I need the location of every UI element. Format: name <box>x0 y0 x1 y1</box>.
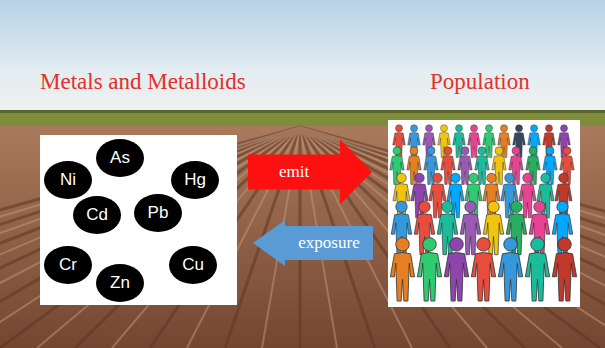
panel-heading: Population <box>430 68 530 96</box>
crowd-panel <box>388 120 580 307</box>
ellipse-fill <box>134 194 182 232</box>
element-symbol: Hg <box>184 170 206 190</box>
element-ellipse: Cr <box>44 246 92 284</box>
person-figure <box>525 238 549 301</box>
ridges <box>0 127 605 348</box>
person-figure <box>552 238 576 301</box>
element-symbol: Pb <box>148 203 169 223</box>
person-figure <box>519 173 536 218</box>
arrow-label: emit <box>279 162 309 182</box>
element-symbol: Cr <box>59 255 77 275</box>
element-symbol: Ni <box>60 170 76 190</box>
ellipse-fill <box>169 246 217 284</box>
element-ellipse: Pb <box>134 194 182 232</box>
horizon-line <box>0 110 605 113</box>
ellipse-fill <box>96 139 144 177</box>
panel-heading: Metals and Metalloids <box>40 68 246 96</box>
element-symbol: Cu <box>182 255 204 275</box>
element-ellipse: As <box>96 139 144 177</box>
element-ellipse: Ni <box>44 161 92 199</box>
person-figure <box>444 238 468 301</box>
furrows <box>0 127 605 348</box>
element-ellipse: Cd <box>73 196 121 234</box>
person-figure <box>498 238 522 301</box>
element-symbol: Zn <box>110 273 130 293</box>
element-ellipse: Hg <box>171 161 219 199</box>
soil <box>0 126 605 348</box>
ellipse-fill <box>171 161 219 199</box>
block-arrow <box>248 140 372 205</box>
ellipse-fill <box>44 161 92 199</box>
ellipse-fill <box>73 196 121 234</box>
arrow-label: exposure <box>298 233 359 253</box>
group-panel: Metals and MetalloidsAsNiHgCdPbCrCuZn <box>40 135 237 305</box>
block-arrow <box>253 220 373 266</box>
ellipse-fill <box>44 246 92 284</box>
person-figure <box>471 238 495 301</box>
element-symbol: Cd <box>86 205 108 225</box>
element-ellipse: Zn <box>96 264 144 302</box>
ellipse-fill <box>96 264 144 302</box>
sky <box>0 0 605 122</box>
crowd-illustration <box>390 125 577 301</box>
group-panel: Population <box>388 120 580 307</box>
person-figure <box>390 238 414 301</box>
person-figure <box>417 238 441 301</box>
element-ellipse: Cu <box>169 246 217 284</box>
element-symbol: As <box>110 148 130 168</box>
